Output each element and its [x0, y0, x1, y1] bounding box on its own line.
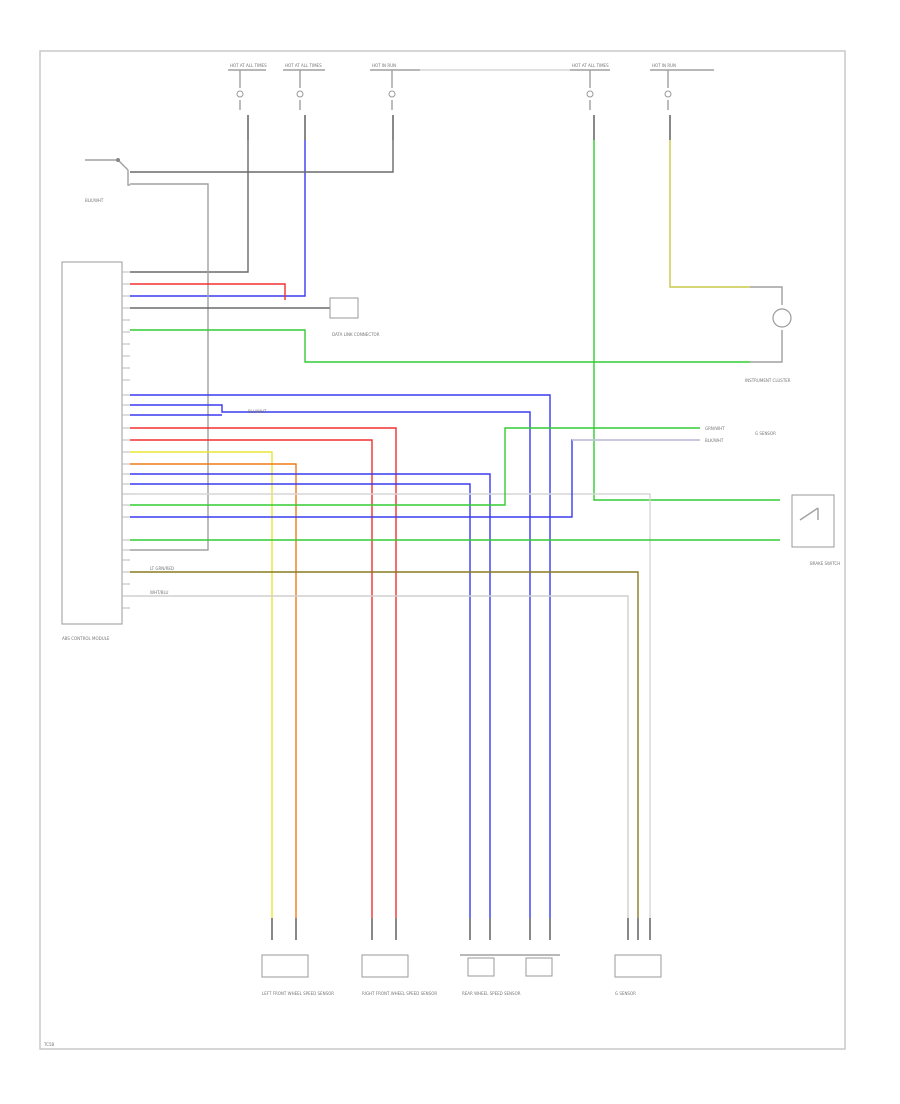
left-front-sensor-label: LEFT FRONT WHEEL SPEED SENSOR: [262, 991, 334, 996]
left-front-sensor-box: [261, 954, 309, 978]
top-fuse-1: HOT AT ALL TIMES: [228, 63, 267, 110]
top-fuse-2: HOT AT ALL TIMES: [283, 63, 325, 110]
abs-control-module-box: [61, 261, 123, 625]
wire-blu-474: [130, 473, 491, 918]
dlc-label: DATA LINK CONNECTOR: [332, 332, 380, 337]
lt-grn-red-label: LT GRN/RED: [150, 566, 174, 571]
rear-left-sensor-box: [467, 957, 495, 977]
blk-wht-label-right: BLK/WHT: [705, 438, 724, 443]
wire-red-440: [130, 439, 373, 918]
rear-sensor-label: REAR WHEEL SPEED SENSOR: [462, 991, 521, 996]
g-sensor-label: G SENSOR: [755, 431, 776, 436]
wire-fuse3-blk: [130, 140, 394, 173]
abs-module-label: ABS CONTROL MODULE: [62, 636, 110, 641]
top-fuse-3: HOT IN RUN: [370, 63, 420, 110]
wire-fuse5-yel: [669, 140, 750, 288]
wire-orn-464: [130, 463, 297, 918]
top-fuse-5: HOT IN RUN: [650, 63, 714, 110]
wire-fuse2-blu: [130, 140, 306, 297]
diagram-code: TC5B: [43, 1042, 55, 1047]
wire-gry-596: [130, 595, 629, 918]
wire-blu-395: [130, 394, 551, 918]
wire-ground-loop: [130, 183, 209, 551]
instrument-cluster-label: INSTRUMENT CLUSTER: [745, 378, 791, 383]
rear-right-sensor-box: [525, 957, 553, 977]
wire-olive-572: [130, 571, 639, 918]
top-connector-pins: [247, 115, 671, 140]
wire-red-284: [130, 283, 286, 300]
wire-grn-505: [130, 427, 700, 506]
grn-wht-label: GRN/WHT: [705, 426, 725, 431]
fuse-3-label: HOT IN RUN: [372, 63, 396, 68]
wire-fuse1-blk: [130, 140, 249, 273]
right-front-sensor-box: [361, 954, 409, 978]
ignition-switch: BLK/WHT: [85, 158, 130, 203]
wire-blu-484: [130, 483, 471, 918]
switch-label: BLK/WHT: [85, 198, 104, 203]
right-front-sensor-label: RIGHT FRONT WHEEL SPEED SENSOR: [362, 991, 437, 996]
wire-fuse4-grn: [593, 140, 780, 501]
brake-switch: BRAKE SWITCH: [791, 494, 840, 566]
wire-wht-494: [130, 493, 651, 930]
top-fuse-4: HOT AT ALL TIMES: [570, 63, 610, 110]
wire-red-428: [130, 427, 397, 918]
wire-grn-330: [130, 329, 750, 363]
g-sensor-box: [614, 954, 662, 978]
blu-wht-label: BLU/WHT: [248, 409, 267, 414]
wht-blu-label: WHT/BLU: [150, 590, 169, 595]
module-pin-ticks: [122, 271, 130, 609]
wire-blu-405: [130, 404, 531, 918]
g-sensor-bottom-label: G SENSOR: [615, 991, 636, 996]
diagram-border: [39, 50, 846, 1050]
fuse-4-label: HOT AT ALL TIMES: [572, 63, 609, 68]
abs-warning-lamp: INSTRUMENT CLUSTER: [745, 286, 792, 383]
fuse-1-label: HOT AT ALL TIMES: [230, 63, 267, 68]
wire-yel-452: [130, 451, 273, 918]
data-link-connector: [329, 297, 359, 319]
brake-switch-label: BRAKE SWITCH: [810, 561, 840, 566]
fuse-5-label: HOT IN RUN: [652, 63, 676, 68]
fuse-2-label: HOT AT ALL TIMES: [285, 63, 322, 68]
bottom-connector-pins: [271, 918, 651, 940]
